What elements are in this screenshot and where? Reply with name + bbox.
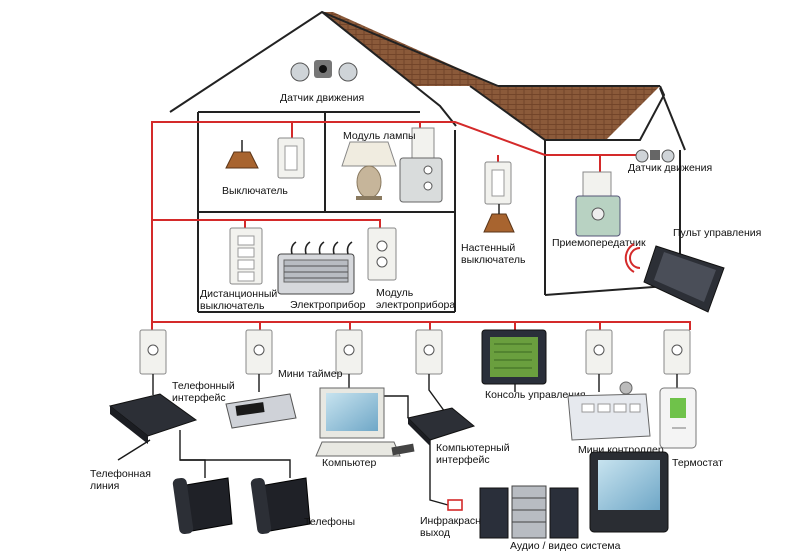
lamp-module-label: Модуль лампы [343,130,416,142]
mini-timer-device [225,393,297,429]
wall-switch-label-1: Настенный [461,242,515,254]
remote-control-label: Пульт управления [673,227,761,239]
phone-line-label-1: Телефонная [90,468,151,480]
ir-output-label-2: выход [420,527,450,539]
phone-interface-label-1: Телефонный [172,380,235,392]
phone-interface-device [108,393,198,444]
remote-switch-device [229,227,263,285]
thermostat-device [659,387,697,449]
control-console-device [481,329,547,385]
av-system-device [479,451,669,539]
motion-sensor-roof-label: Датчик движения [280,92,364,104]
remote-control-device [624,243,725,313]
av-system-label: Аудио / видео система [510,540,621,551]
motion-sensor-roof [290,60,358,82]
transceiver-label: Приемопередатчик [552,237,646,249]
switch-label: Выключатель [222,185,288,197]
mini-controller-device [567,381,651,441]
computer-interface-label-2: интерфейс [436,454,490,466]
phone-interface-label-2: интерфейс [172,392,226,404]
phone-line-label-2: линия [90,480,119,492]
wall-switch-device [483,161,515,233]
motion-sensor-side [635,149,675,163]
remote-switch-label-1: Дистанционный [200,288,277,300]
transceiver-device [575,171,621,237]
lamp-module-device [341,127,443,203]
computer-interface-device [407,407,476,446]
computer-device [315,387,415,457]
appliance-device [277,241,355,295]
outlets-row [139,329,691,375]
roof-right [470,86,660,140]
ir-output-device [447,499,463,511]
thermostat-label: Термостат [672,457,723,469]
appliance-module-device [367,227,397,281]
remote-switch-label-2: выключатель [200,300,265,312]
appliance-module-label-1: Модуль [376,287,414,299]
telephones-device [172,477,311,535]
appliance-label: Электроприбор [290,299,366,311]
house [169,10,686,313]
computer-interface-label-1: Компьютерный [436,442,510,454]
appliance-module-label-2: электроприбора [376,299,455,311]
ir-output-label-1: Инфракрасный [420,515,495,527]
console-label: Консоль управления [485,389,586,401]
mini-timer-label: Мини таймер [278,368,343,380]
powerline-wiring [151,121,691,330]
motion-sensor-side-label: Датчик движения [628,162,712,174]
computer-label: Компьютер [322,457,377,469]
phones-label: Телефоны [304,516,355,528]
switch-device [225,137,305,179]
wall-switch-label-2: выключатель [461,254,526,266]
